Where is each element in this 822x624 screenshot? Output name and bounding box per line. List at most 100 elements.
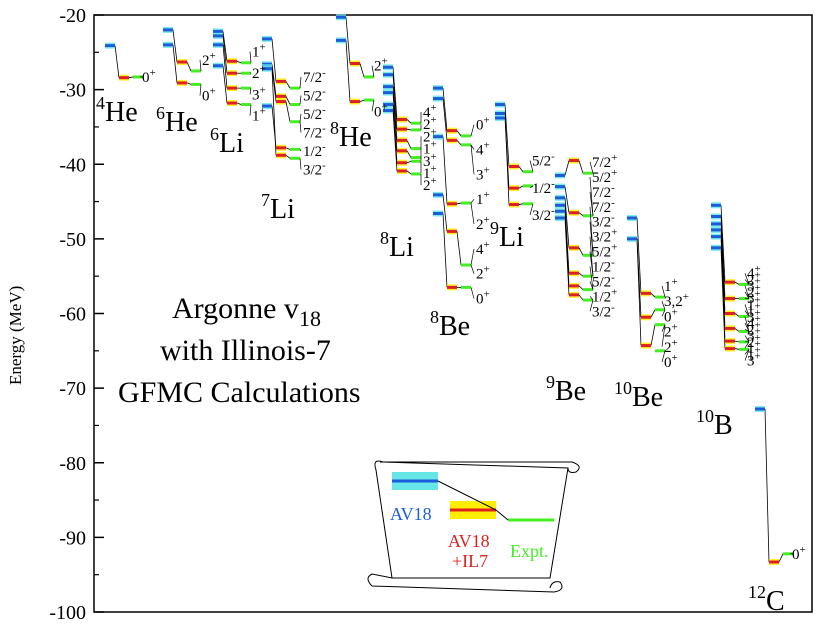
spin-parity-label: 4+ [423,102,437,121]
connector-line [172,29,178,63]
connector-line [236,60,242,64]
connector-line [359,99,365,102]
connector-line [392,92,398,151]
connector-line [578,212,584,217]
connector-line [222,65,228,104]
connector-line [564,160,570,176]
y-tick-label: -60 [59,304,86,326]
label-leader [744,349,750,361]
y-tick-label: -100 [49,602,86,624]
spin-parity-label: 3/2- [592,301,615,320]
label-leader [470,144,475,150]
connector-line [764,409,770,563]
connector-line [578,247,584,256]
label-leader [661,300,666,310]
spin-parity-label: 0+ [792,544,806,563]
y-axis-label: Energy (MeV) [6,286,25,385]
spin-parity-label: 3+ [747,276,761,295]
label-leader [589,296,594,301]
spin-parity-label: 7/2- [303,122,326,141]
spin-parity-label: 7/2+ [592,152,617,171]
spin-parity-label: 1+ [423,163,437,182]
spin-parity-label: 5/2- [303,85,326,104]
nucleus-label: 8Li [380,228,414,263]
spin-parity-label: 2+ [747,332,761,351]
label-leader [744,304,750,317]
spin-parity-label: 2+ [747,282,761,301]
connector-line [285,147,291,150]
legend-il7-label-1: AV18 [448,531,490,551]
connector-line [392,67,398,120]
legend-il7-label-2: +IL7 [452,551,488,571]
connector-line [518,203,524,205]
connector-line [456,202,462,205]
label-leader [199,59,202,71]
spin-parity-label: 3+ [476,164,490,183]
spin-parity-label: 0+ [476,289,490,308]
nucleus-label: 10B [696,406,733,441]
label-leader [299,158,302,170]
connector-line [285,154,291,159]
connector-line [564,217,570,295]
label-leader [661,285,666,298]
connector-line [720,205,726,283]
spin-parity-label: 0+ [374,101,388,120]
label-leader [589,251,594,277]
title-line-2: with Illinois-7 [160,334,331,367]
spin-parity-label: 1+ [747,301,761,320]
spin-parity-label: 3/2- [303,159,326,178]
spin-parity-label: 3+ [747,326,761,345]
legend-scroll: AV18 AV18 +IL7 Expt. [367,460,580,593]
label-leader [529,203,534,216]
nucleus-label: 7Li [261,190,295,225]
spin-parity-label: 2+ [664,337,678,356]
connector-line [650,309,656,318]
connector-line [285,81,291,89]
connector-line [578,272,584,277]
nucleus-label: 4He [96,93,138,128]
nucleus-label: 8Be [430,307,470,342]
connector-line [345,40,351,102]
title-line-3: GFMC Calculations [118,376,361,409]
connector-line [518,166,524,172]
label-leader [470,199,475,204]
spin-parity-label: 2+ [423,114,437,133]
connector-line [271,68,277,156]
connector-line [636,217,642,294]
connector-line [285,96,291,105]
label-leader [299,95,302,105]
connector-line [114,45,120,78]
connector-line [578,285,584,290]
label-leader [589,281,594,290]
spin-parity-label: 2+ [252,63,266,82]
connector-line [442,88,448,131]
connector-line [442,136,448,204]
spin-parity-label: 4+ [747,313,761,332]
connector-line [406,119,412,124]
nucleus-label: 9Be [546,372,586,407]
connector-line [359,63,365,78]
spin-parity-label: 2+ [747,319,761,338]
spin-parity-label: 5/2- [592,271,615,290]
nucleus-label: 12C [748,582,785,617]
connector-line [578,160,584,174]
spin-parity-label: 2+ [423,175,437,194]
spin-parity-label: 1/2- [303,141,326,160]
connector-line [504,104,510,167]
energy-levels [105,14,793,566]
spin-parity-label: 5/2- [532,151,555,170]
label-leader [744,310,750,317]
label-leader [529,185,534,189]
label-leader [470,287,475,299]
nucleus-label: 6Li [210,124,244,159]
spin-parity-label: 2+ [476,214,490,233]
connector-line [285,101,291,122]
spin-parity-label: 3+ [747,307,761,326]
label-leader [744,335,750,343]
spin-parity-label: 7/2- [592,182,615,201]
spin-parity-label: 1+ [252,42,266,61]
spin-parity-label: 1+ [476,189,490,208]
y-tick-label: -30 [59,80,86,102]
label-leader [470,124,475,136]
